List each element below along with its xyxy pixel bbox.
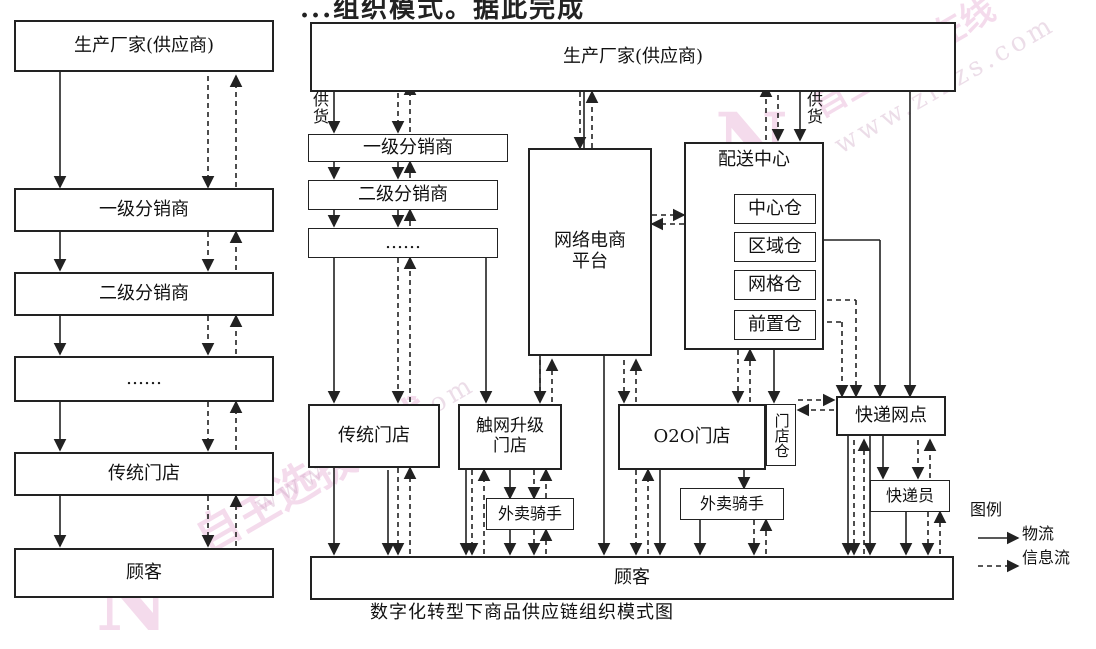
- store-warehouse-box: 门店仓: [766, 404, 796, 466]
- supply-label-right: 供货: [806, 90, 823, 126]
- courier-box: 快递员: [870, 480, 950, 512]
- left-customer-box: 顾客: [14, 548, 274, 598]
- traditional-store-box: 传统门店: [308, 404, 440, 468]
- right-manufacturer-box: 生产厂家(供应商): [310, 22, 956, 92]
- left-dist2-box: 二级分销商: [14, 272, 274, 316]
- o2o-store-box: O2O门店: [618, 404, 766, 470]
- left-store-box: 传统门店: [14, 452, 274, 496]
- rider-box-1: 外卖骑手: [486, 498, 574, 530]
- left-manufacturer-box: 生产厂家(供应商): [14, 20, 274, 72]
- courier-station-box: 快递网点: [836, 396, 946, 436]
- legend-title: 图例: [970, 500, 1003, 519]
- platform-box: 网络电商 平台: [528, 148, 652, 356]
- rider-box-2: 外卖骑手: [680, 488, 784, 520]
- legend-logistics: 物流: [1022, 524, 1055, 543]
- supply-label-left: 供货: [312, 90, 329, 126]
- right-customer-box: 顾客: [310, 556, 954, 600]
- legend: 图例 物流 信息流: [970, 496, 1070, 568]
- header-fragment: ...组织模式。据此完成: [300, 0, 586, 24]
- distribution-center-label: 配送中心: [718, 149, 790, 170]
- warehouse-grid: 网格仓: [734, 270, 816, 300]
- left-dist1-box: 一级分销商: [14, 188, 274, 232]
- right-dist1-box: 一级分销商: [308, 134, 508, 162]
- upgraded-store-box: 触网升级 门店: [458, 404, 562, 470]
- right-dist2-box: 二级分销商: [308, 180, 498, 210]
- right-ellipsis-box: ……: [308, 228, 498, 258]
- warehouse-central: 中心仓: [734, 194, 816, 224]
- figure-caption: 数字化转型下商品供应链组织模式图: [370, 602, 674, 623]
- warehouse-regional: 区域仓: [734, 232, 816, 262]
- legend-information: 信息流: [1022, 548, 1071, 567]
- warehouse-front: 前置仓: [734, 310, 816, 340]
- left-ellipsis-box: ……: [14, 356, 274, 402]
- diagram-stage: N N 自主选拔在线 自主选拔在线 www.zizzs.com www.zizz…: [14, 0, 1070, 642]
